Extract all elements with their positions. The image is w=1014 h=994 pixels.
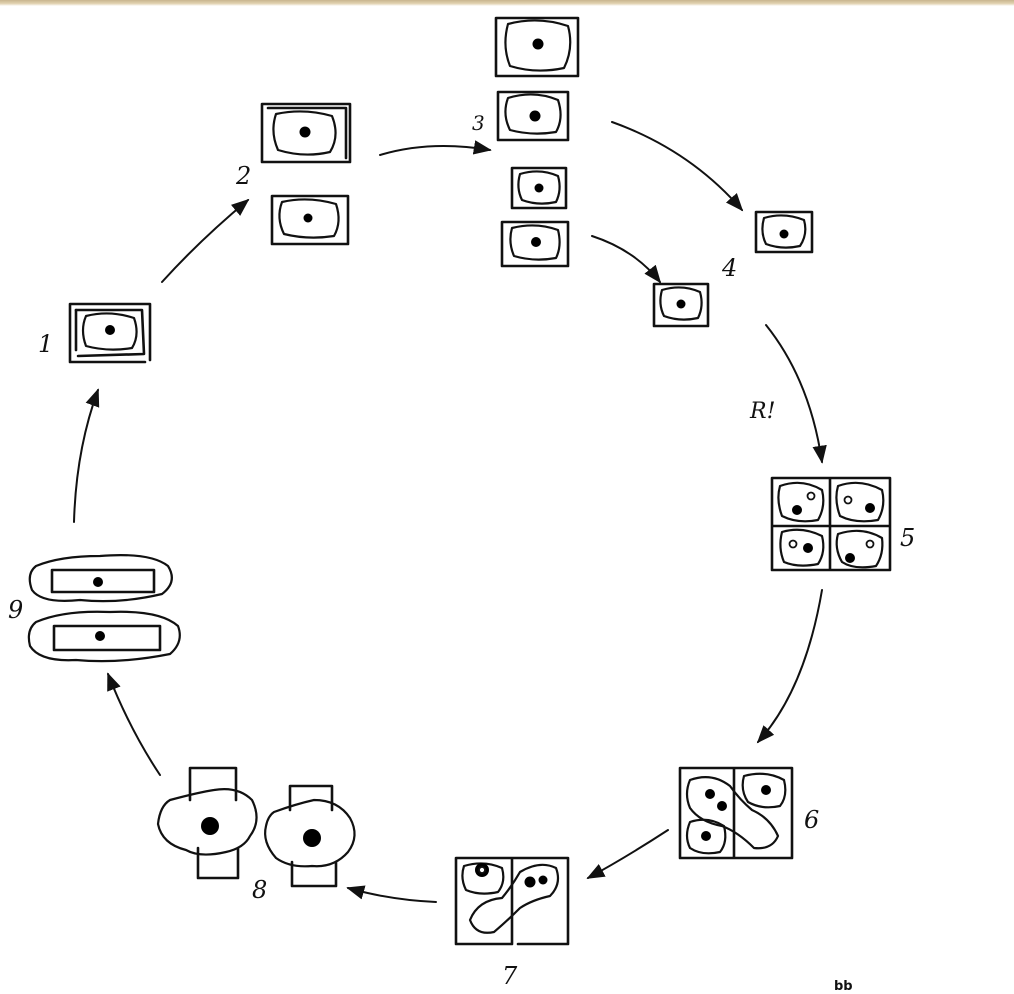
- stage-label-7: 7: [502, 962, 518, 990]
- stage-3-cell-a: [494, 16, 580, 78]
- stage-2-cell-upper: [260, 102, 352, 164]
- stage-3-cell-b: [496, 90, 570, 142]
- stage-label-6: 6: [804, 806, 819, 834]
- stage-label-8: 8: [252, 876, 267, 904]
- stage-label-3: 3: [472, 111, 485, 135]
- arrow-7-to-8: [346, 885, 437, 903]
- stage-5-cells: [770, 476, 892, 572]
- stage-5-cell-bl: [779, 528, 825, 567]
- stage-4-cell-lower: [652, 282, 710, 328]
- arrow-4-to-5: [765, 324, 827, 464]
- stage-6-cell-bl: [685, 818, 727, 855]
- stage-label-9: 9: [8, 596, 23, 624]
- stage-4-cells: [652, 210, 814, 328]
- arrow-8-to-9: [107, 672, 161, 776]
- stage-9-cell-lower: [27, 610, 181, 663]
- arrow-2-to-3: [379, 140, 492, 156]
- arrow-3-to-4a: [611, 121, 744, 212]
- stage-labels: 1 2 3 4 5 6 7 8 9 R! bb: [8, 111, 915, 994]
- stage-8-cell-left: [156, 766, 258, 880]
- arrow-9-to-1: [73, 388, 100, 523]
- stage-8-cells: [156, 766, 356, 888]
- stage-4-cell-upper: [754, 210, 814, 254]
- stage-label-2: 2: [235, 162, 251, 190]
- stage-9-cell-upper: [28, 554, 173, 603]
- arrow-1-to-2: [161, 198, 250, 283]
- r-annotation: R!: [749, 399, 775, 424]
- stage-2-cell-lower: [270, 194, 350, 246]
- arrow-5-to-6: [756, 589, 823, 744]
- stage-7-elongated-cell: [468, 863, 560, 934]
- stage-7-cell-tl: [461, 862, 505, 895]
- signature-mark: bb: [834, 979, 853, 994]
- stage-3-cells: [494, 16, 580, 268]
- arrow-3-to-4b: [591, 235, 662, 284]
- stage-label-1: 1: [38, 330, 53, 358]
- stage-7-cells: [454, 856, 570, 946]
- stage-6-cell-tr: [741, 772, 787, 809]
- stage-label-5: 5: [900, 524, 915, 552]
- stage-1-cell: [68, 302, 152, 364]
- cycle-arrows: [73, 121, 827, 903]
- stage-3-cell-d: [500, 220, 570, 268]
- stage-2-cells: [260, 102, 352, 246]
- stage-5-cell-tl: [777, 481, 825, 523]
- arrow-6-to-7: [586, 829, 669, 879]
- stage-label-4: 4: [721, 254, 737, 282]
- stage-8-cell-right: [264, 784, 356, 888]
- stage-9-cells: [27, 554, 181, 663]
- stage-6-cells: [678, 766, 794, 860]
- top-border-band: [0, 0, 1014, 6]
- stage-6-fused-cell: [685, 775, 780, 850]
- stage-3-cell-c: [510, 166, 568, 210]
- stage-5-cell-br: [835, 529, 884, 569]
- stage-5-cell-tr: [835, 481, 885, 523]
